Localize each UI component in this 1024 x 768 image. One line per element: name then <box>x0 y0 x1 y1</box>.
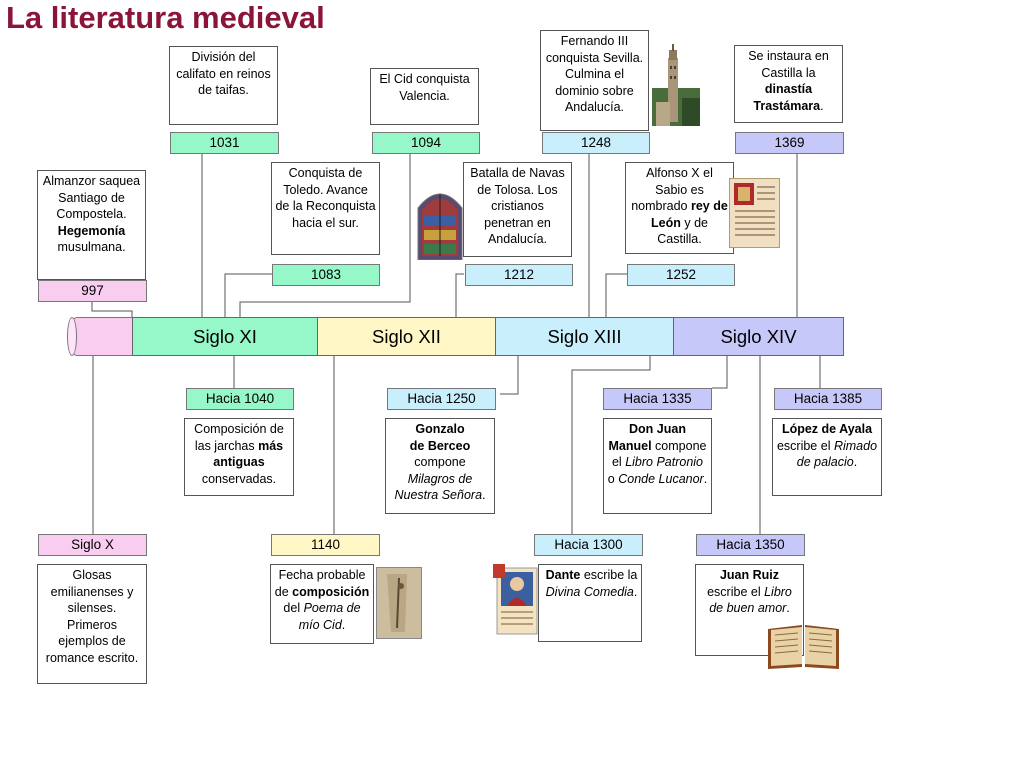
event-1083-text: Conquista de Toledo. Avance de la Reconq… <box>271 162 380 255</box>
date-997: 997 <box>38 280 147 302</box>
text-bold: más antiguas <box>213 438 284 470</box>
date-1094: 1094 <box>372 132 480 154</box>
text-italic: Rimado de palacio <box>796 438 878 470</box>
text-part: o <box>607 471 619 486</box>
text-bold: dinastía Trastámara <box>753 82 821 113</box>
text-part: de las jarchas <box>194 422 284 453</box>
event-1369-text: Se instaura en Castilla la dinastía Tras… <box>734 45 843 123</box>
text-part: escribe el <box>776 438 834 453</box>
century-siglo-xiv: Siglo XIV <box>673 317 844 356</box>
text-bold: rey de León <box>651 199 728 230</box>
date-1248: 1248 <box>542 132 650 154</box>
text-part: Almanzor saquea Santiago de Compostela. <box>42 174 141 221</box>
date-hacia-1250: Hacia 1250 <box>387 388 496 410</box>
date-1031: 1031 <box>170 132 279 154</box>
text-part: . <box>633 584 638 599</box>
giralda-tower-image <box>652 42 700 126</box>
date-1369: 1369 <box>735 132 844 154</box>
text-italic: Libro Patronio <box>625 455 704 469</box>
event-1300-text: Dante escribe la Divina Comedia. <box>538 564 642 642</box>
century-siglo-xiii: Siglo XIII <box>495 317 674 356</box>
event-997-text: Almanzor saquea Santiago de Compostela. … <box>37 170 146 280</box>
text-italic: Divina Comedia <box>545 584 634 599</box>
text-part: escribe la <box>580 568 638 582</box>
date-1140: 1140 <box>271 534 380 556</box>
event-1031-text: División del califato en reinos de taifa… <box>169 46 278 125</box>
date-hacia-1385: Hacia 1385 <box>774 388 882 410</box>
date-hacia-1040: Hacia 1040 <box>186 388 294 410</box>
connector-1212 <box>455 273 464 317</box>
date-1212: 1212 <box>465 264 573 286</box>
text-part: . <box>482 488 486 502</box>
date-1252: 1252 <box>627 264 735 286</box>
text-part: Composición <box>194 422 267 436</box>
text-italic: Conde Lucanor <box>618 471 704 486</box>
event-1140-text: Fecha probable de composición del Poema … <box>270 564 374 644</box>
century-siglo-xi: Siglo XI <box>132 317 318 356</box>
text-part: musulmana. <box>57 240 126 254</box>
event-1094-text: El Cid conquista Valencia. <box>370 68 479 125</box>
text-bold: Don Juan Manuel <box>608 422 686 453</box>
text-part: . <box>786 601 790 615</box>
date-hacia-1300: Hacia 1300 <box>534 534 643 556</box>
text-part: y de Castilla. <box>657 215 708 247</box>
connector-1083 <box>224 273 273 317</box>
text-part: compone <box>414 455 466 469</box>
text-part: conservadas. <box>201 471 277 486</box>
event-1250-text: Gonzalo de Berceo compone Milagros de Nue… <box>385 418 495 514</box>
century-siglo-xii: Siglo XII <box>317 317 496 356</box>
text-bold: Hegemonía <box>57 223 126 238</box>
illuminated-manuscript-image <box>729 178 780 248</box>
text-part: . <box>853 455 858 469</box>
event-1385-text: López de Ayala escribe el Rimado de pala… <box>772 418 882 496</box>
connector-1094 <box>239 154 411 317</box>
event-1212-text: Batalla de Navas de Tolosa. Los cristian… <box>463 162 572 257</box>
text-part: escribe el <box>707 584 765 599</box>
event-siglo-x-text: Glosas emilianenses y silenses. Primeros… <box>37 564 147 684</box>
dante-miniature-image <box>491 564 543 638</box>
event-1335-text: Don Juan Manuel compone el Libro Patroni… <box>603 418 712 514</box>
siglo-x-scroll <box>67 317 133 356</box>
connector-1300 <box>571 356 651 534</box>
text-part: . <box>703 471 708 486</box>
text-part: . <box>820 98 824 113</box>
connector-1250 <box>500 356 519 395</box>
text-italic: Milagros de Nuestra Señora <box>394 471 483 503</box>
text-part: Se instaura en Castilla la <box>748 49 829 80</box>
event-1252-text: Alfonso X el Sabio es nombrado rey de Le… <box>625 162 734 254</box>
connector-1252 <box>605 273 627 317</box>
event-1248-text: Fernando III conquista Sevilla. Culmina … <box>540 30 649 131</box>
text-bold: de Berceo <box>409 438 471 453</box>
text-part: . <box>341 617 346 632</box>
text-bold: López de Ayala <box>781 422 873 436</box>
date-siglo-x: Siglo X <box>38 534 147 556</box>
poema-del-cid-manuscript-image <box>376 567 422 639</box>
page-title: La literatura medieval <box>6 0 325 35</box>
open-book-image <box>766 621 841 671</box>
date-hacia-1335: Hacia 1335 <box>603 388 712 410</box>
text-part: Fecha probable de <box>274 568 366 599</box>
text-part: del <box>283 601 304 615</box>
text-bold: Gonzalo <box>415 422 465 436</box>
text-part: compone el <box>611 438 707 470</box>
date-1083: 1083 <box>272 264 380 286</box>
text-part: Alfonso X el Sabio es nombrado <box>631 166 713 213</box>
event-1040-text: Composición de las jarchas más antiguas … <box>184 418 294 496</box>
connector-997 <box>91 302 133 317</box>
text-italic: Libro de buen amor <box>709 584 792 616</box>
stained-glass-window-image <box>416 186 464 261</box>
text-italic: Poema de mío Cid <box>298 601 361 632</box>
date-hacia-1350: Hacia 1350 <box>696 534 805 556</box>
text-bold: Dante <box>545 568 581 582</box>
text-bold: composición <box>292 584 370 599</box>
text-bold: Juan Ruiz <box>719 568 780 582</box>
connector-1335 <box>712 356 728 389</box>
